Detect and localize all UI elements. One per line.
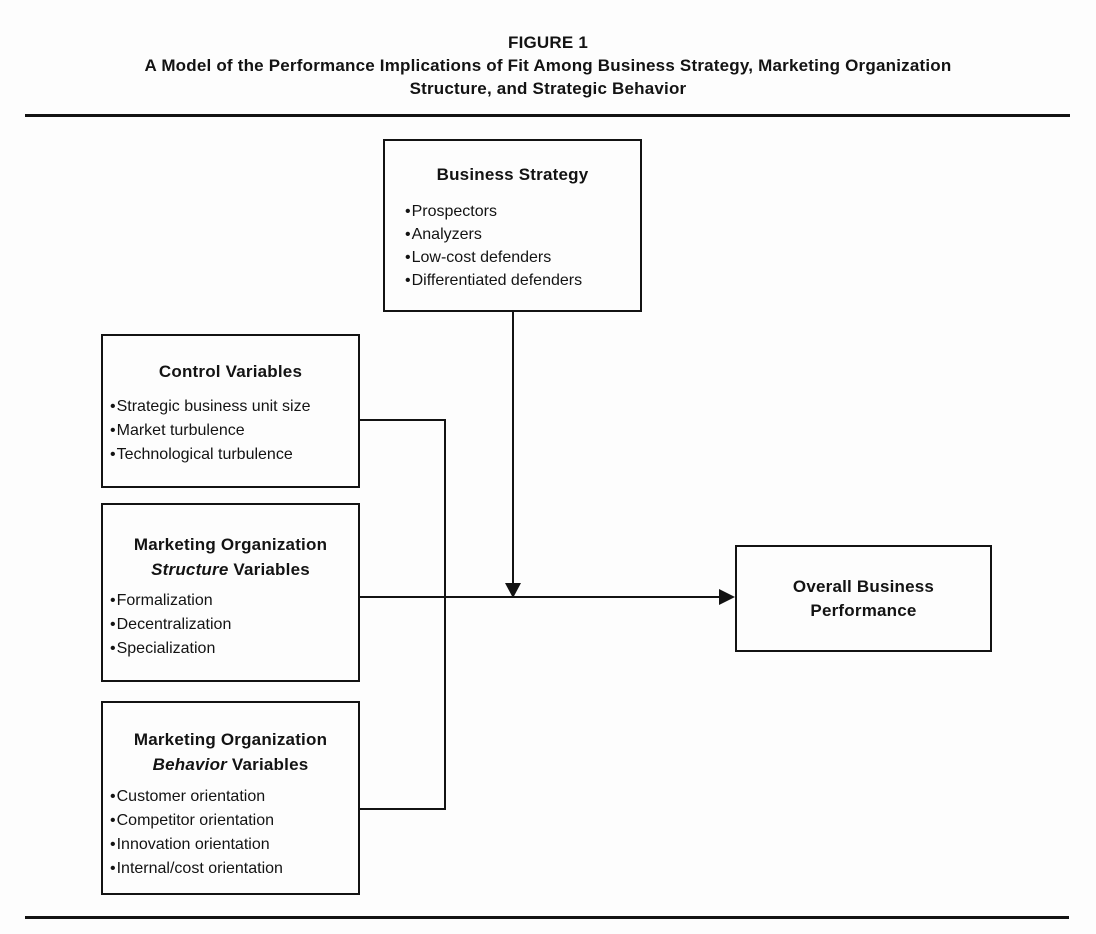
box-title-italic-word: Structure xyxy=(151,560,229,579)
bullet-glyph: • xyxy=(110,446,116,463)
arrowhead-down-icon xyxy=(505,583,521,598)
box-title: Marketing Organization Structure Variabl… xyxy=(103,532,358,582)
main-arrow-line xyxy=(360,596,720,598)
list-item: •Customer orientation xyxy=(110,785,358,809)
list-item: •Decentralization xyxy=(110,613,358,637)
list-item: •Low-cost defenders xyxy=(405,246,640,269)
list-item-label: Decentralization xyxy=(116,616,232,633)
box-title: Control Variables xyxy=(158,362,303,381)
bullet-glyph: • xyxy=(110,398,116,415)
box-overall-performance: Overall Business Performance xyxy=(735,545,992,652)
arrowhead-right-icon xyxy=(719,589,735,605)
bullet-glyph: • xyxy=(110,616,116,633)
bullet-glyph: • xyxy=(405,226,411,243)
list-item-label: Competitor orientation xyxy=(116,812,275,829)
bullet-list: •Customer orientation •Competitor orient… xyxy=(103,785,358,881)
figure-title-line-2: Structure, and Strategic Behavior xyxy=(409,79,687,98)
bullet-glyph: • xyxy=(110,812,116,829)
box-title-line-1: Marketing Organization xyxy=(133,535,328,554)
list-item-label: Innovation orientation xyxy=(116,836,270,853)
box-title-line-2: Performance xyxy=(810,600,917,620)
list-item: •Internal/cost orientation xyxy=(110,857,358,881)
bullet-glyph: • xyxy=(110,422,116,439)
box-title: Business Strategy xyxy=(436,165,589,184)
box-title-italic-word: Behavior xyxy=(152,755,227,774)
list-item-label: Low-cost defenders xyxy=(411,249,552,266)
box-title-line-1: Marketing Organization xyxy=(133,730,328,749)
list-item: •Competitor orientation xyxy=(110,809,358,833)
bottom-rule xyxy=(25,916,1069,919)
box-structure-variables: Marketing Organization Structure Variabl… xyxy=(101,503,360,682)
list-item-label: Technological turbulence xyxy=(116,446,293,463)
figure-title-line-1: A Model of the Performance Implications … xyxy=(144,56,952,75)
bullet-glyph: • xyxy=(110,788,116,805)
list-item: •Innovation orientation xyxy=(110,833,358,857)
list-item: •Formalization xyxy=(110,589,358,613)
list-item: •Technological turbulence xyxy=(110,443,358,467)
list-item-label: Prospectors xyxy=(411,203,497,220)
top-rule xyxy=(25,114,1070,117)
list-item-label: Internal/cost orientation xyxy=(116,860,283,877)
bullet-glyph: • xyxy=(405,272,411,289)
list-item-label: Strategic business unit size xyxy=(116,398,311,415)
bullet-glyph: • xyxy=(110,860,116,877)
figure-label: FIGURE 1 xyxy=(507,33,588,52)
bullet-glyph: • xyxy=(405,249,411,266)
list-item: •Analyzers xyxy=(405,223,640,246)
box-title-line-2: Behavior Variables xyxy=(103,752,358,777)
strategy-arrow-line xyxy=(512,312,514,583)
list-item-label: Customer orientation xyxy=(116,788,266,805)
box-control-variables: Control Variables •Strategic business un… xyxy=(101,334,360,488)
box-title-rest: Variables xyxy=(226,755,309,774)
box-title-line-2: Structure Variables xyxy=(103,557,358,582)
list-item-label: Formalization xyxy=(116,592,213,609)
list-item: •Prospectors xyxy=(405,200,640,223)
box-title-rest: Variables xyxy=(228,560,310,579)
list-item: •Specialization xyxy=(110,637,358,661)
list-item: •Strategic business unit size xyxy=(110,395,358,419)
behavior-connector-line xyxy=(360,808,446,810)
list-item: •Market turbulence xyxy=(110,419,358,443)
list-item: •Differentiated defenders xyxy=(405,269,640,292)
bullet-list: •Formalization •Decentralization •Specia… xyxy=(103,589,358,661)
list-item-label: Analyzers xyxy=(411,226,482,243)
box-behavior-variables: Marketing Organization Behavior Variable… xyxy=(101,701,360,895)
figure-heading: FIGURE 1 A Model of the Performance Impl… xyxy=(0,31,1096,100)
box-title: Marketing Organization Behavior Variable… xyxy=(103,727,358,777)
box-title: Overall Business Performance xyxy=(793,575,934,623)
bullet-list: •Strategic business unit size •Market tu… xyxy=(103,395,358,467)
bullet-list: •Prospectors •Analyzers •Low-cost defend… xyxy=(385,200,640,292)
bullet-glyph: • xyxy=(110,592,116,609)
bullet-glyph: • xyxy=(110,640,116,657)
control-connector-line xyxy=(360,419,446,421)
bracket-vertical-line xyxy=(444,419,446,810)
box-business-strategy: Business Strategy •Prospectors •Analyzer… xyxy=(383,139,642,312)
box-title-line-1: Overall Business xyxy=(792,576,935,596)
bullet-glyph: • xyxy=(110,836,116,853)
list-item-label: Differentiated defenders xyxy=(411,272,583,289)
list-item-label: Specialization xyxy=(116,640,216,657)
list-item-label: Market turbulence xyxy=(116,422,245,439)
bullet-glyph: • xyxy=(405,203,411,220)
